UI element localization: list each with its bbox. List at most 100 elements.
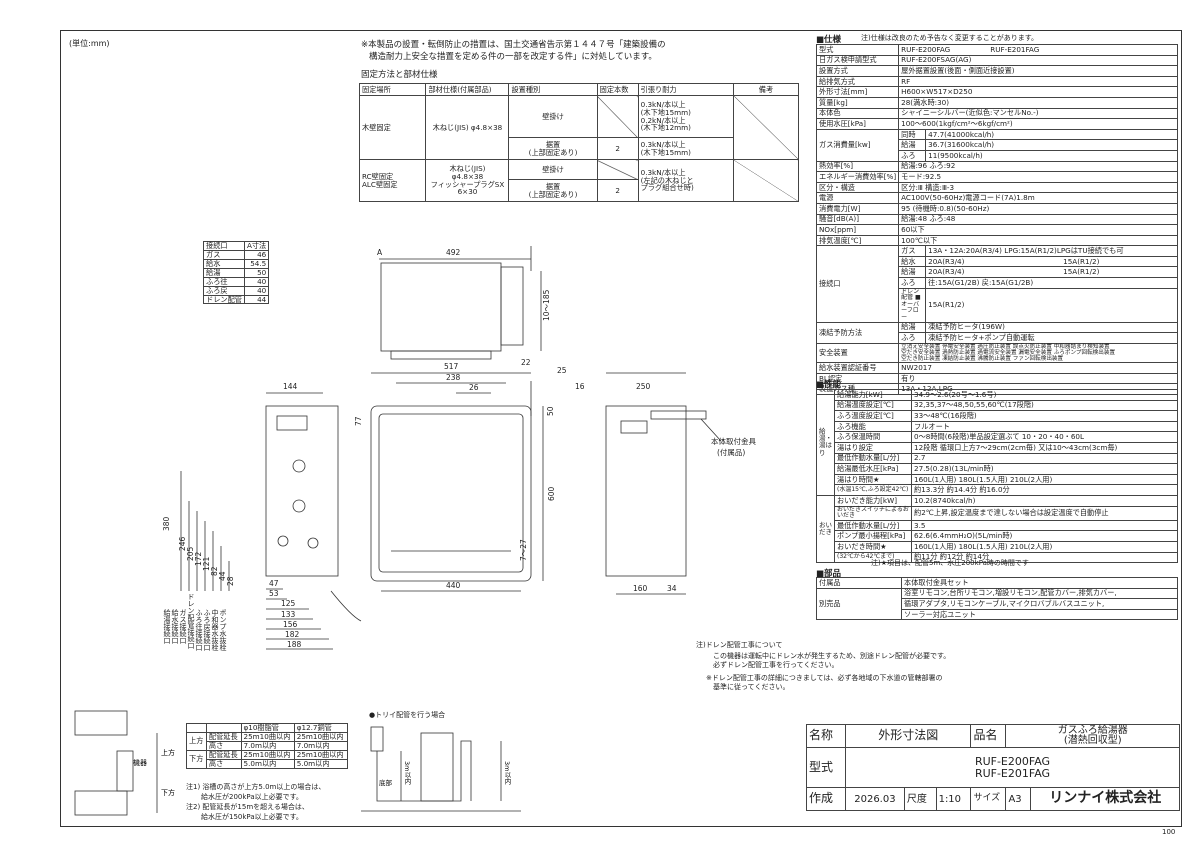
bath-cell: 7.0m以内: [240, 740, 295, 751]
spec-model-2: RUF-E201FAG: [990, 44, 1040, 54]
side-view-bracket: [650, 410, 707, 420]
spec-val: 47.7(41000kcal/h): [925, 128, 1178, 141]
dim-text-121: 121: [202, 556, 211, 571]
perf-val: 約11分 約12分 約14分: [911, 551, 1178, 564]
spec-val: 28(満水時:30): [898, 96, 1178, 109]
bath-note: 注2) 配管延長が15mを超える場合は、: [186, 803, 309, 811]
spec-key: 質量[kg]: [815, 96, 900, 109]
stand-sub: (上部固定あり): [528, 189, 578, 199]
perf-val: 12段階 循環口上方7～29cm(2cm毎) 又は10～43cm(3cm毎): [911, 441, 1178, 454]
spec-val: NW2017: [898, 362, 1178, 374]
fix-wood-place: 木壁固定: [358, 95, 427, 160]
trap-unit: [370, 726, 384, 752]
drain-note-head: 注)ドレン配管工事について: [696, 641, 783, 649]
dim-text-50: 50: [546, 406, 555, 416]
force-line: (木下地15mm): [640, 107, 691, 117]
spec-key: 区分・構造: [815, 181, 900, 194]
force-line: (左記の木ねじと: [640, 175, 694, 185]
perf-val: 3.5: [911, 519, 1178, 532]
bath-cell: 下方: [186, 749, 207, 769]
perf-val: 33～48℃(16段階): [911, 410, 1178, 422]
spec-val: RF: [898, 75, 1178, 88]
spec-val: 給湯:96 ふろ:92: [898, 160, 1178, 173]
perf-key: おいだき能力[kW]: [834, 494, 912, 507]
perf-key: ポンプ最小揚程[kPa]: [834, 530, 912, 542]
perf-val: 10.2(8740kcal/h): [911, 494, 1178, 507]
bath-cell: 5.0m以内: [240, 758, 295, 769]
trap-pipe: [376, 740, 472, 802]
dim-text-380: 380: [162, 516, 171, 531]
dim-text-22: 22: [521, 358, 531, 367]
perf-val: 27.5(0.28)(13L/min時): [911, 463, 1178, 475]
spec-key: 給水装置認証番号: [815, 362, 900, 374]
dim-text-182: 182: [285, 630, 300, 639]
unit-label: (単位:mm): [69, 39, 110, 48]
perf-val: 160L(1人用) 180L(1.5人用) 210L(2人用): [911, 540, 1178, 553]
title-product-label: 品名: [970, 724, 1007, 748]
dim-text-34: 34: [667, 584, 677, 593]
install-note-line1: ※本製品の設置・転倒防止の措置は、国土交通省告示第１４４７号「建築設備の: [361, 40, 666, 50]
fix-rc-force: 0.3kN/本以上 (左記の木ねじと プラグ組合せ時): [637, 159, 735, 202]
bath-note: 注1) 浴槽の高さが上方5.0m以上の場合は、: [186, 783, 326, 791]
dim-text-a: A: [377, 248, 383, 257]
spec-val: 15A(R1/2): [925, 287, 1178, 323]
bath-cell: 高さ: [205, 758, 242, 769]
dim-text-25: 25: [557, 366, 567, 375]
bath-note: 給水圧が200kPa以上必要です。: [201, 793, 303, 801]
spec-val: H600×W517×D250: [898, 86, 1178, 98]
perf-key: 給湯最低水圧[kPa]: [834, 463, 912, 475]
perf-val: 約13.3分 約14.4分 約16.0分: [911, 484, 1178, 496]
conn-b: 15A(R1/2): [1063, 267, 1100, 277]
trap-wall: [420, 732, 454, 802]
title-date: 2026.03: [845, 787, 905, 811]
title-scale-label: 尺度: [903, 787, 937, 811]
perf-val: 約2℃上昇,設定温度まで達しない場合は設定温度で自動停止: [911, 505, 1178, 521]
dim-text-77: 77: [354, 416, 363, 426]
unit-label: 機器: [133, 758, 147, 767]
parts-heading: ■部品: [816, 569, 842, 579]
dim-text-7-27: 7～27: [519, 539, 528, 561]
port-label: 中和器水抜栓: [211, 608, 219, 652]
left-view-window: [276, 415, 308, 431]
spec-key: NOx[ppm]: [815, 224, 900, 236]
parts-val: ソーラー対応ユニット: [901, 608, 1178, 621]
title-size: A3: [1005, 787, 1032, 811]
bath-height-diagram: 機器 上方 下方: [74, 710, 175, 816]
perf-val: 2.7: [911, 452, 1178, 465]
port-bath: [307, 537, 319, 549]
spec-sub: 給湯: [898, 321, 927, 334]
parts-table: 付属品本体取付金具セット 別売品浴室リモコン,台所リモコン,増設リモコン,配管カ…: [816, 577, 1178, 621]
spec-key: ガス消費量[kw]: [815, 128, 900, 162]
port-label: ふろ往接続口: [195, 609, 203, 651]
perf-key: ふろ温度設定[℃]: [834, 410, 912, 422]
spec-key: 騒音[dB(A)]: [815, 213, 900, 226]
port-label: ガス接続口: [179, 609, 187, 644]
spec-key: 外形寸法[mm]: [815, 86, 900, 98]
spec-sub: 給水: [898, 255, 927, 268]
safety-line: 空だき防止装置 凍結防止装置 沸騰防止装置 ファン回転検出装置: [901, 356, 1064, 363]
parts-val: 循環アダプタ,リモコンケーブル,マイクロバブルバスユニット,: [901, 598, 1178, 610]
perf-key: ふろ保温時間: [834, 431, 912, 443]
bracket-label-2: (付属品): [717, 447, 745, 457]
safety-line: 空だき安全装置 過熱防止装置 過電流安全装置 漏電安全装置 ふろポンプ回転検出装…: [901, 349, 1116, 356]
dim-text-125: 125: [281, 599, 296, 608]
dim-text-10-185: 10～185: [542, 289, 551, 321]
spec-key: 電源: [815, 192, 900, 204]
port-label: ふろ戻接続口: [203, 609, 211, 651]
product-line: (潜熱回収型): [1063, 735, 1122, 746]
dim-text-600: 600: [547, 486, 556, 501]
up-label: 上方: [161, 748, 175, 757]
spec-val: 往:15A(G1/2B) 戻:15A(G1/2B): [925, 277, 1178, 289]
rc-line: RC壁固定: [362, 171, 394, 181]
spec-key: 熱効率[%]: [815, 160, 900, 173]
bath-cell: 25m10曲以内: [240, 731, 295, 742]
spec-key: 使用水圧[kPa]: [815, 118, 900, 130]
model-line: RUF-E201FAG: [974, 766, 1051, 780]
drain-note-line: この機器は運転中にドレン水が発生するため、別途ドレン配管が必要です。: [713, 652, 951, 660]
spec-val: 60以下: [898, 224, 1178, 236]
trap-diagram: 底部 3m以内 3m以内: [361, 726, 521, 812]
dim-text-156: 156: [283, 620, 298, 629]
dim-text-440: 440: [446, 581, 461, 590]
